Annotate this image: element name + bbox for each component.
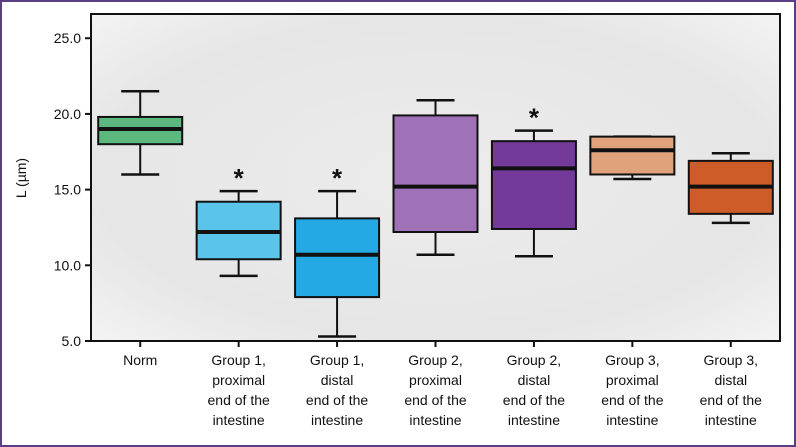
y-tick-label: 5.0	[62, 333, 82, 349]
y-tick-label: 15.0	[54, 182, 81, 198]
y-tick-label: 10.0	[54, 257, 81, 273]
y-tick-label: 20.0	[54, 106, 81, 122]
y-axis-label: L (µm)	[13, 158, 29, 198]
box-7	[687, 152, 774, 225]
significance-marker: *	[529, 103, 540, 133]
box-3: *	[294, 163, 381, 338]
significance-marker: *	[332, 163, 343, 193]
box-1	[97, 89, 184, 176]
y-axis: 5.0 10.0 15.0 20.0 25.0	[54, 30, 91, 349]
box-6	[589, 135, 676, 181]
y-tick-label: 25.0	[54, 30, 81, 46]
significance-marker: *	[234, 163, 245, 193]
iqr-box	[490, 140, 577, 230]
box-5: *	[490, 103, 577, 258]
iqr-box	[392, 114, 479, 233]
iqr-box	[294, 217, 381, 299]
box-group: * * *	[97, 89, 774, 338]
iqr-box	[589, 135, 676, 176]
category-label: Norm	[123, 352, 157, 368]
box-4	[392, 99, 479, 256]
box-2: *	[195, 163, 282, 278]
